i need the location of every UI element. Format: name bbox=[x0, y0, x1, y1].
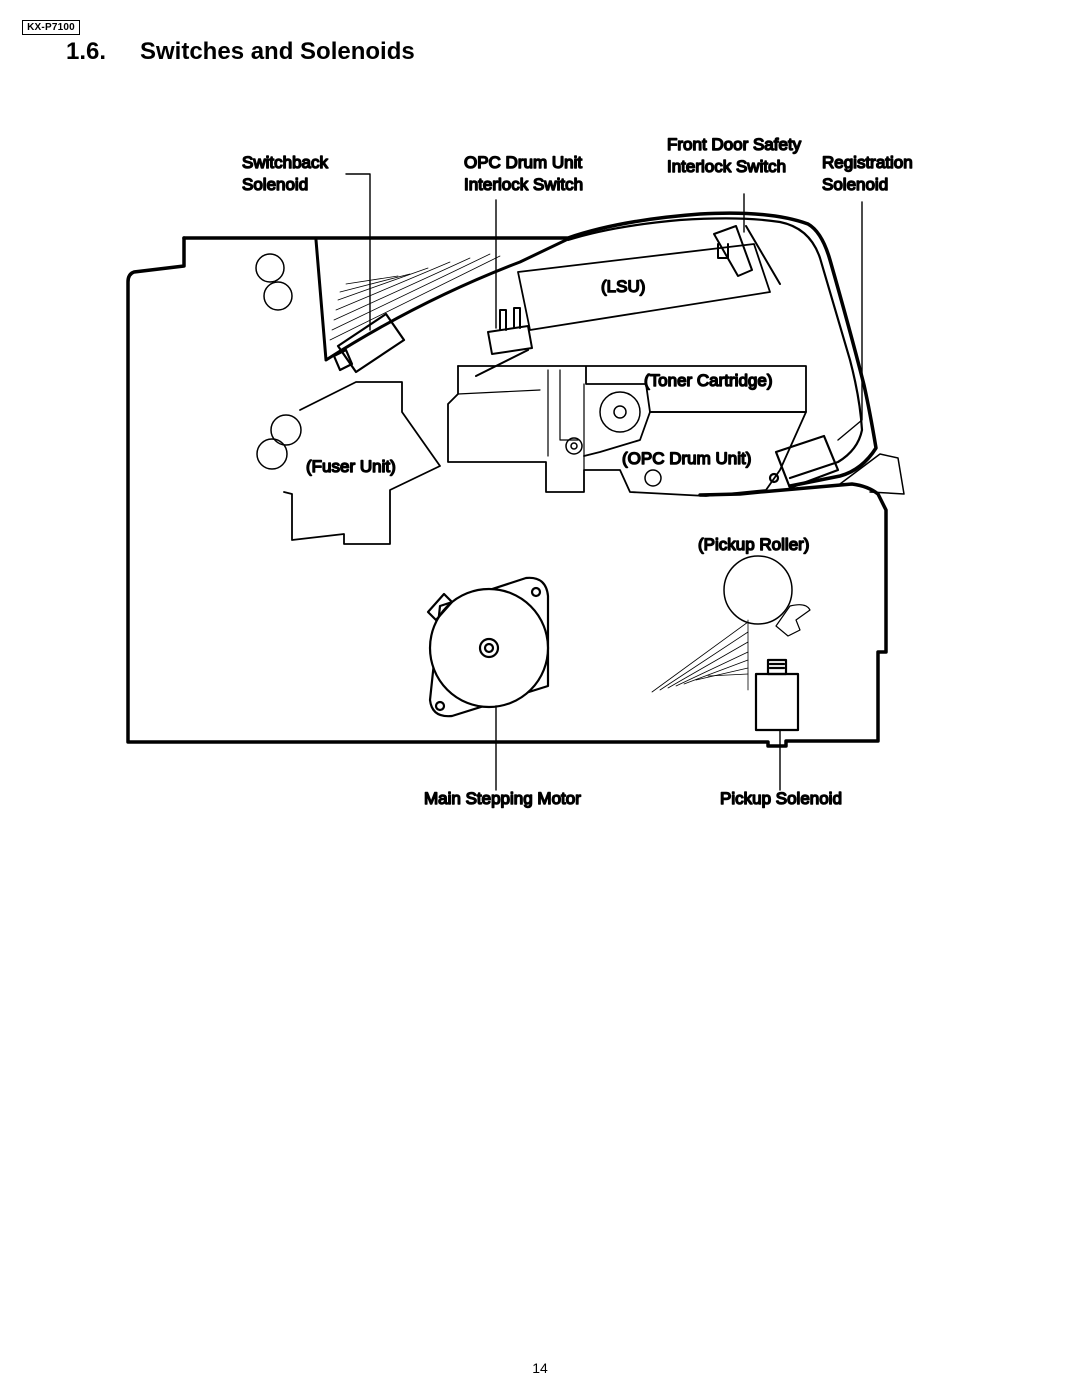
leader-lines bbox=[345, 173, 863, 791]
section-number: 1.6. bbox=[66, 38, 107, 65]
section-heading: 1.6. Switches and Solenoids bbox=[66, 38, 415, 66]
opc-interlock-label-2: Interlock Switch bbox=[464, 175, 583, 194]
switchback-solenoid bbox=[332, 312, 406, 374]
housing-top bbox=[182, 211, 878, 488]
pickup-roller-label: (Pickup Roller) bbox=[698, 535, 809, 554]
front-door-label-2: Interlock Switch bbox=[667, 157, 786, 176]
switchback-solenoid-label-1: Switchback bbox=[242, 153, 328, 172]
section-title: Switches and Solenoids bbox=[140, 38, 415, 65]
main-stepping-motor bbox=[426, 576, 550, 718]
lsu-label: (LSU) bbox=[601, 277, 645, 296]
pickup-roller bbox=[723, 555, 793, 625]
switchback-solenoid-label-2: Solenoid bbox=[242, 175, 308, 194]
exit-roller-lower bbox=[263, 281, 293, 311]
opc-drum-unit-label: (OPC Drum Unit) bbox=[622, 449, 751, 468]
front-door-interlock-switch bbox=[713, 225, 781, 285]
printer-housing bbox=[126, 236, 888, 748]
front-door-inner bbox=[566, 217, 864, 480]
lsu-box bbox=[517, 243, 771, 331]
opc-drum-interlock-switch bbox=[475, 307, 533, 377]
model-tag: KX-P7100 bbox=[22, 20, 80, 35]
fuser-unit-label: (Fuser Unit) bbox=[306, 457, 396, 476]
switchback-chute bbox=[314, 238, 568, 362]
page-number: 14 bbox=[532, 1360, 548, 1376]
switchback-hatching bbox=[329, 253, 501, 341]
toner-gear-inner bbox=[613, 405, 627, 419]
front-door-label-1: Front Door Safety bbox=[667, 135, 802, 154]
registration-solenoid bbox=[768, 434, 840, 490]
toner-gear-outer bbox=[599, 391, 641, 433]
drum-pin-inner bbox=[570, 442, 578, 450]
pickup-solenoid bbox=[754, 658, 800, 732]
fuser-roller-upper bbox=[270, 414, 302, 446]
manual-feed-slot bbox=[839, 453, 905, 495]
toner-cartridge-label: (Toner Cartridge) bbox=[644, 371, 773, 390]
pickup-lever bbox=[775, 604, 811, 637]
exit-roller-upper bbox=[255, 253, 285, 283]
transfer-roller bbox=[644, 469, 662, 487]
drum-pin-outer bbox=[565, 437, 583, 455]
registration-solenoid-label-1: Registration bbox=[822, 153, 913, 172]
opc-drum-housing bbox=[447, 365, 807, 497]
registration-solenoid-label-2: Solenoid bbox=[822, 175, 888, 194]
paper-tray-hatching bbox=[651, 619, 749, 693]
pickup-solenoid-label: Pickup Solenoid bbox=[720, 789, 842, 808]
opc-interlock-label-1: OPC Drum Unit bbox=[464, 153, 582, 172]
fuser-roller-lower bbox=[256, 438, 288, 470]
main-stepping-motor-label: Main Stepping Motor bbox=[424, 789, 581, 808]
fuser-unit bbox=[283, 381, 441, 545]
opc-drum-housing-inner bbox=[457, 369, 585, 471]
